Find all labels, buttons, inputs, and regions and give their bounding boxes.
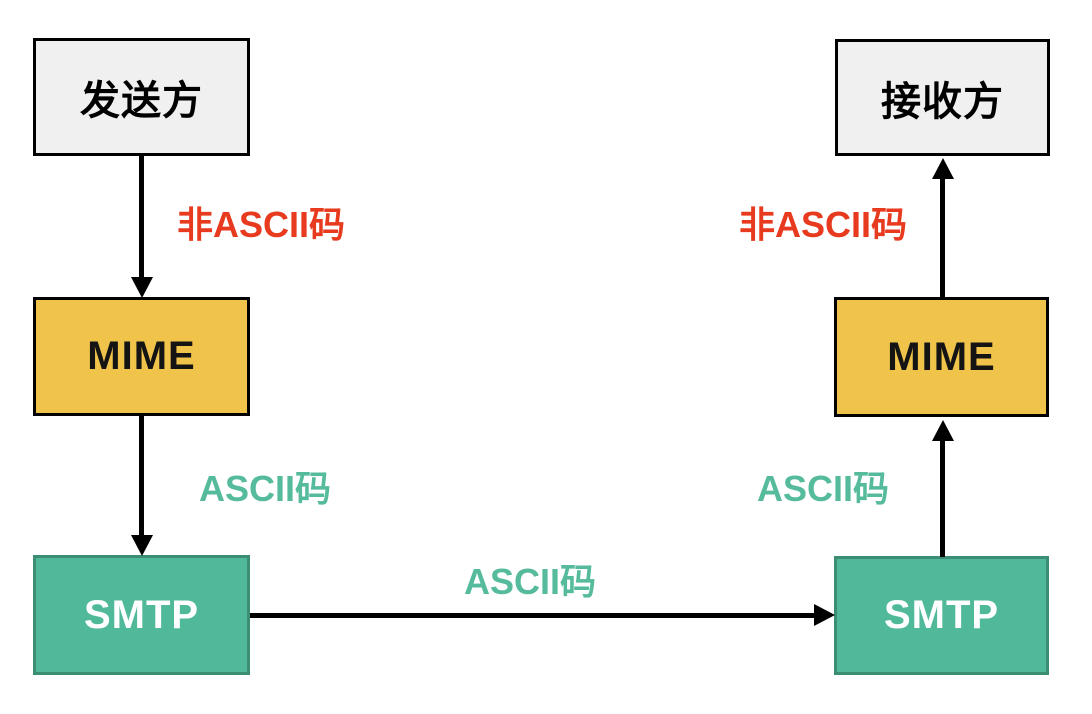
edge-label-ascii-middle: ASCII码 [463,561,596,602]
arrow-smtp-to-mime-head-icon [932,420,954,441]
arrow-mime-to-smtp-head-icon [131,535,153,556]
edge-label-non-ascii-sender-side: 非ASCII码 [176,204,345,245]
node-smtp-sender-side: SMTP [33,555,250,675]
node-receiver-label: 接收方 [881,79,1004,124]
arrow-mime-to-receiver-shaft [940,177,945,298]
arrow-sender-to-mime-shaft [139,156,144,279]
node-smtp-sender-side-label: SMTP [83,592,200,637]
node-mime-receiver-side-label: MIME [887,334,996,379]
arrow-mime-to-smtp-shaft [139,416,144,536]
arrow-smtp-to-smtp-shaft [250,613,816,618]
node-smtp-receiver-side-label: SMTP [883,593,1000,637]
node-sender-label: 发送方 [80,79,203,123]
arrow-smtp-to-smtp-head-icon [814,604,835,626]
edge-label-non-ascii-receiver-side: 非ASCII码 [738,204,907,245]
node-smtp-receiver-side: SMTP [834,556,1049,675]
node-sender: 发送方 [33,38,250,156]
node-mime-sender-side: MIME [33,297,250,416]
arrow-sender-to-mime-head-icon [131,277,153,298]
arrow-mime-to-receiver-head-icon [932,158,954,179]
edge-label-ascii-sender-side: ASCII码 [198,468,331,509]
node-receiver: 接收方 [835,39,1050,156]
node-mime-receiver-side: MIME [834,297,1049,417]
node-mime-sender-side-label: MIME [87,334,196,378]
edge-label-ascii-receiver-side: ASCII码 [756,468,889,509]
arrow-smtp-to-mime-shaft [940,439,945,557]
